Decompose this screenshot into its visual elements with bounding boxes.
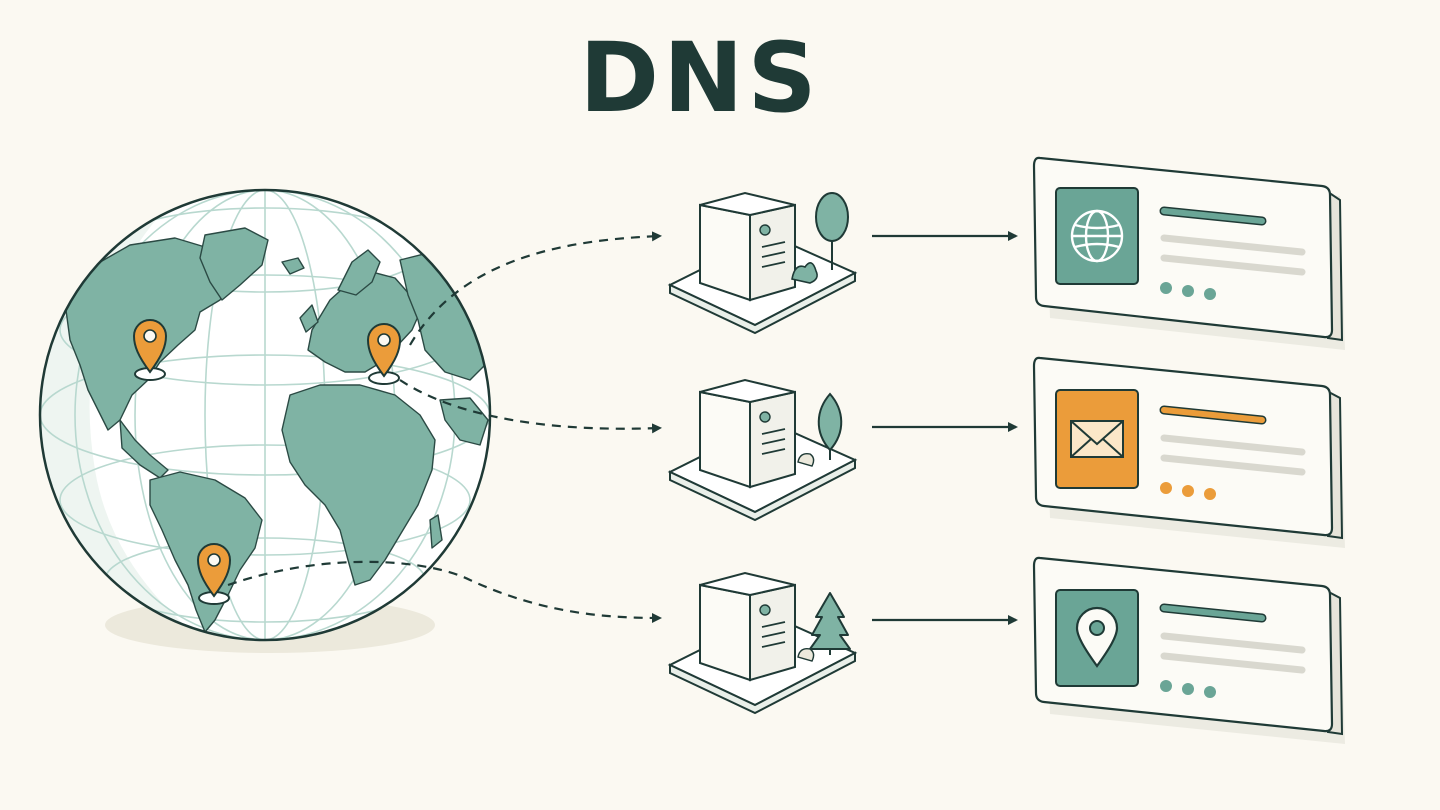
- dashed-connectors: [227, 231, 662, 623]
- pine-tree-icon: [797, 592, 851, 662]
- email-card: [1032, 356, 1345, 548]
- location-pin-icon: [1075, 606, 1119, 668]
- envelope-icon: [1070, 420, 1124, 458]
- card-text-line: [1160, 434, 1306, 456]
- iceland: [281, 257, 305, 275]
- website-card: [1032, 156, 1345, 350]
- pin-europe: [366, 323, 402, 385]
- scandinavia: [337, 249, 381, 296]
- globe-icon: [1070, 209, 1124, 263]
- pin-north-america: [132, 319, 168, 381]
- connector-1: [409, 231, 662, 346]
- madagascar: [429, 514, 443, 549]
- server-tower-icon: [699, 378, 796, 489]
- server-3: [667, 571, 858, 715]
- connector-2: [399, 379, 662, 434]
- server-1: [667, 191, 858, 335]
- card-text-line: [1160, 234, 1306, 256]
- pin-south-america: [196, 543, 232, 605]
- globe: [38, 188, 492, 653]
- greenland: [199, 227, 269, 301]
- card-text-line: [1160, 652, 1306, 674]
- card-accent-line: [1161, 605, 1265, 621]
- solid-arrows: [872, 231, 1018, 625]
- uk: [299, 304, 319, 333]
- card-text-line: [1160, 254, 1306, 276]
- card-accent-line: [1161, 407, 1265, 423]
- card-text-line: [1160, 632, 1306, 654]
- map-pin-icon: [196, 543, 232, 598]
- card-text-line: [1160, 454, 1306, 476]
- map-pin-icon: [132, 319, 168, 374]
- arabia: [439, 397, 489, 446]
- server-tower-icon: [699, 191, 796, 302]
- round-tree-icon: [791, 192, 849, 284]
- location-card: [1032, 556, 1345, 744]
- africa: [281, 384, 436, 586]
- page-title: DNS: [579, 22, 821, 134]
- map-pin-icon: [366, 323, 402, 378]
- server-2: [667, 378, 858, 522]
- connector-3: [227, 560, 662, 623]
- leaf-tree-icon: [797, 392, 843, 467]
- central-america: [119, 419, 169, 479]
- server-tower-icon: [699, 571, 796, 682]
